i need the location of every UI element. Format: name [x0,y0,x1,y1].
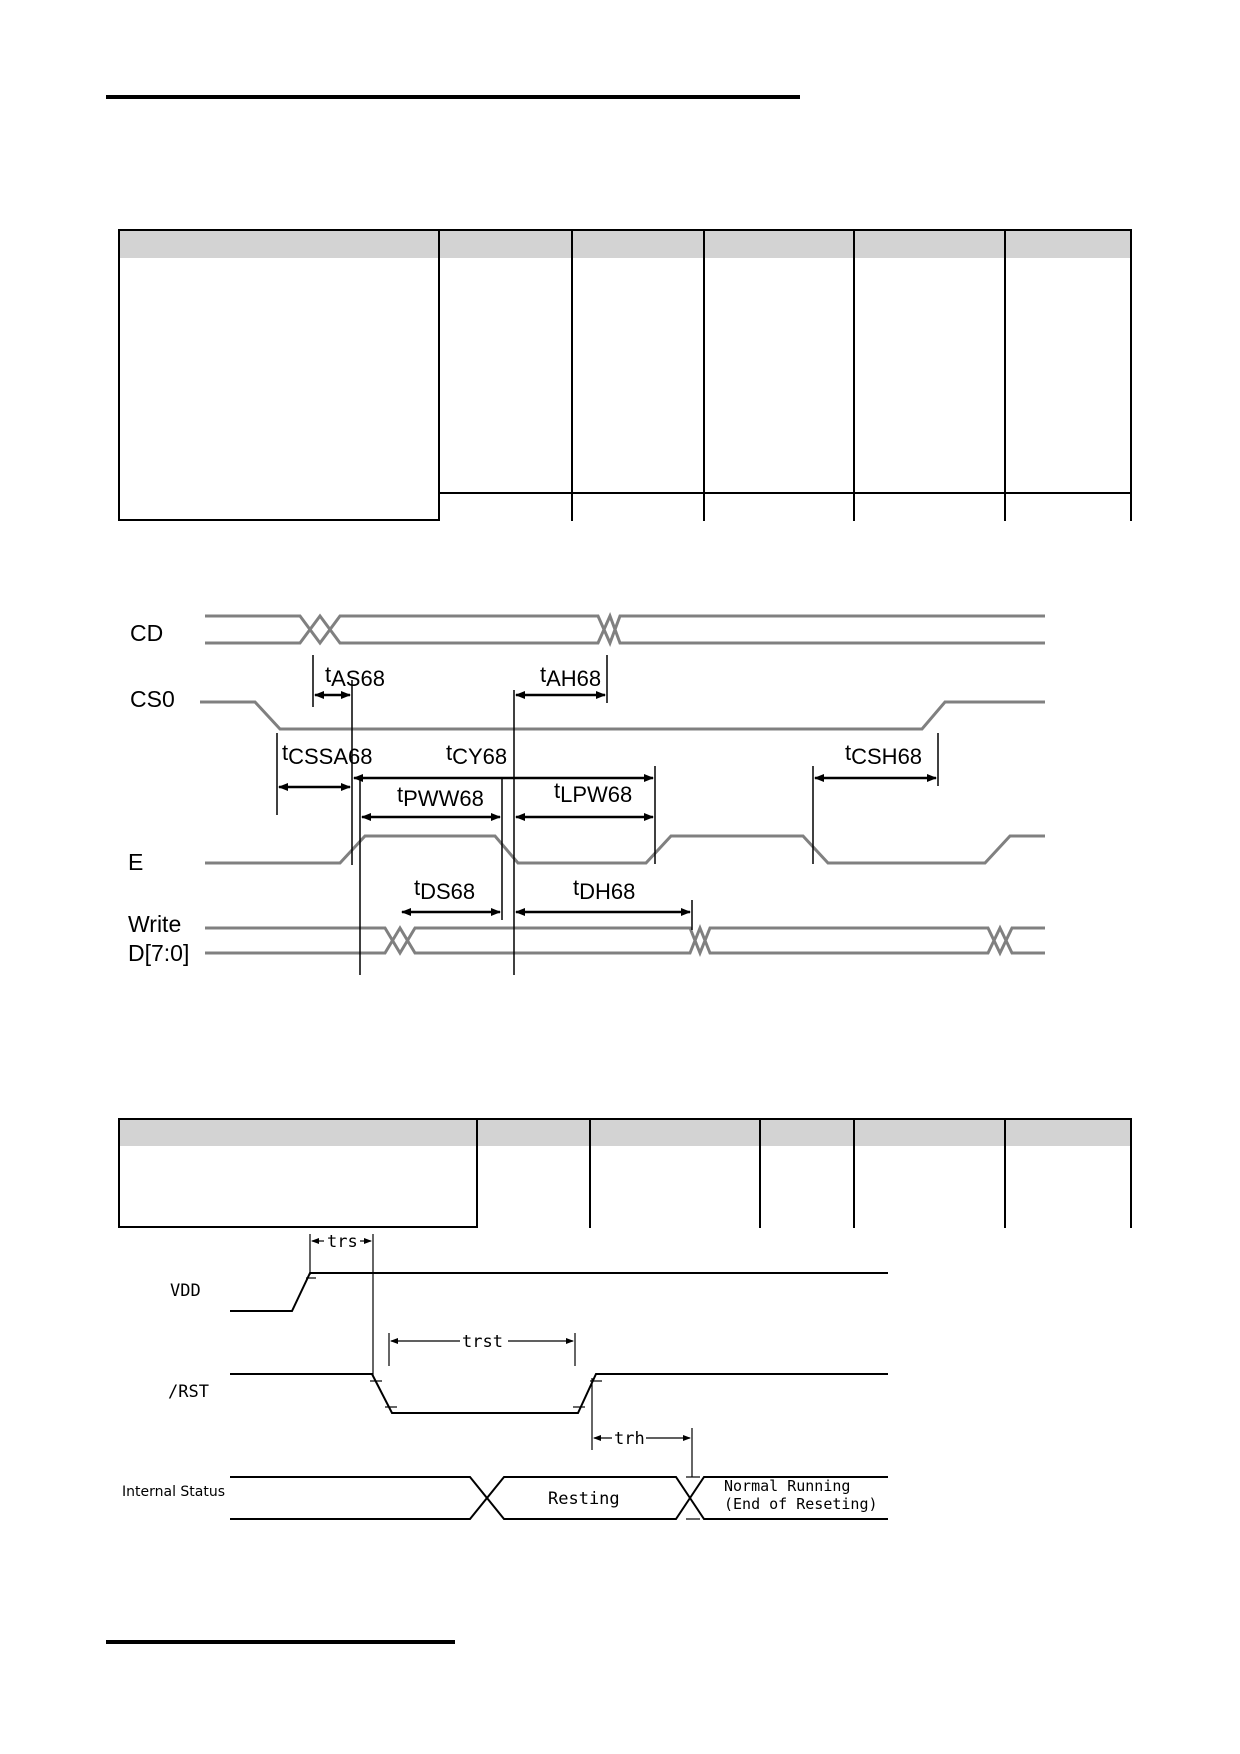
param-trst: trst [462,1332,503,1352]
state-normal-running: Normal Running [724,1477,850,1495]
signal-label-internal-status: Internal Status [122,1484,225,1500]
state-resting: Resting [548,1489,620,1509]
param-tcssa68: tCSSA68 [282,740,373,769]
timing-reference-lines [276,655,939,975]
signal-label-write: Write [128,911,181,937]
cs0-waveform [200,700,1045,731]
signal-label-vdd: VDD [170,1281,201,1301]
param-tcsh68: tCSH68 [845,740,922,769]
cd-waveform [205,612,1045,647]
param-trh: trh [614,1429,645,1449]
signal-label-data-bus: D[7:0] [128,940,189,966]
state-end-of-reseting: (End of Reseting) [724,1495,878,1513]
signal-label-rst: /RST [168,1382,209,1402]
param-tdh68: tDH68 [573,875,635,904]
signal-label-cs0: CS0 [130,686,175,712]
param-tas68: tAS68 [325,662,385,691]
e-waveform [205,834,1045,865]
param-tds68: tDS68 [414,875,475,904]
param-tcy68: tCY68 [446,740,507,769]
param-tpww68: tPWW68 [397,782,484,811]
header-rule [106,95,800,99]
timing-dimension-arrows [278,691,937,916]
table-header-row [119,1119,1131,1146]
param-tah68: tAH68 [540,662,601,691]
param-trs: trs [327,1232,358,1252]
footer-rule [106,1640,455,1644]
signal-label-e: E [128,849,143,875]
data-bus-waveform [205,923,1045,958]
vdd-waveform [230,1272,888,1312]
reset-timing: VDD /RST Internal Status [122,1232,888,1520]
reset-reference-lines [309,1234,693,1477]
table-header-row [119,230,1131,258]
reset-dimension-arrows [311,1238,691,1441]
parallel-68-write-timing: CD CS0 E Write D[7:0] [128,612,1045,975]
param-tlpw68: tLPW68 [554,778,632,807]
internal-status-waveform [230,1476,888,1520]
signal-label-cd: CD [130,620,163,646]
rst-waveform [230,1373,888,1414]
